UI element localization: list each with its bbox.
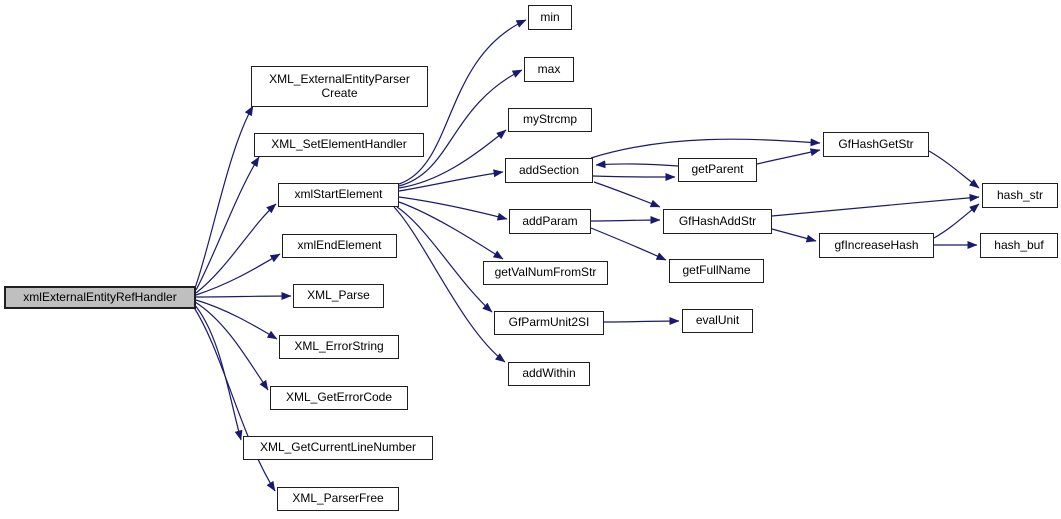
edge-xmlExternalEntityRefHandler-to-XML_SetElementHandler <box>195 156 260 291</box>
edge-GfParmUnit2SI-to-evalUnit <box>603 317 680 326</box>
edge-addParam-to-GfHashAddStr <box>590 216 661 225</box>
node-gfIncreaseHash[interactable]: gfIncreaseHash <box>819 233 934 258</box>
node-hash_str[interactable]: hash_str <box>982 183 1058 208</box>
node-addParam[interactable]: addParam <box>509 209 591 234</box>
edge-xmlExternalEntityRefHandler-to-XML_Parse <box>195 292 292 301</box>
node-getValNumFromStr[interactable]: getValNumFromStr <box>483 261 608 285</box>
node-GfHashGetStr[interactable]: GfHashGetStr <box>823 132 929 157</box>
edge-addSection-to-getParent <box>592 172 676 181</box>
edge-getParent-to-addSection <box>595 160 679 169</box>
node-getParent[interactable]: getParent <box>678 158 757 182</box>
node-GfHashAddStr[interactable]: GfHashAddStr <box>663 209 772 234</box>
edge-xmlExternalEntityRefHandler-to-XML_GetErrorCode <box>194 301 269 391</box>
edge-xmlStartElement-to-addWithin <box>393 206 506 363</box>
edge-xmlExternalEntityRefHandler-to-XML_ErrorString <box>195 299 278 340</box>
edge-xmlExternalEntityRefHandler-to-XML_GetCurrentLineNumber <box>193 303 243 441</box>
node-xmlExternalEntityRefHandler: xmlExternalEntityRefHandler <box>4 286 196 309</box>
edge-GfHashAddStr-to-gfIncreaseHash <box>771 228 817 243</box>
node-myStrcmp[interactable]: myStrcmp <box>508 108 592 132</box>
node-hash_buf[interactable]: hash_buf <box>980 233 1058 258</box>
node-addSection[interactable]: addSection <box>505 158 593 183</box>
node-GfParmUnit2SI[interactable]: GfParmUnit2SI <box>494 311 604 335</box>
node-XML_GetErrorCode[interactable]: XML_GetErrorCode <box>270 386 408 410</box>
node-XML_ParserFree[interactable]: XML_ParserFree <box>277 487 399 511</box>
node-XML_GetCurrentLineNumber[interactable]: XML_GetCurrentLineNumber <box>243 436 433 460</box>
node-getFullName[interactable]: getFullName <box>669 259 764 283</box>
node-xmlEndElement[interactable]: xmlEndElement <box>282 234 397 258</box>
edge-GfHashAddStr-to-hash_str <box>771 193 980 217</box>
edge-addSection-to-GfHashGetStr <box>590 138 821 159</box>
edge-xmlStartElement-to-getValNumFromStr <box>398 201 504 260</box>
edge-xmlStartElement-to-addParam <box>398 196 508 221</box>
node-min[interactable]: min <box>528 5 572 30</box>
node-XML_ErrorString[interactable]: XML_ErrorString <box>279 335 399 359</box>
edge-xmlExternalEntityRefHandler-to-xmlStartElement <box>195 203 277 294</box>
edge-xmlStartElement-to-myStrcmp <box>398 129 507 189</box>
edge-gfIncreaseHash-to-hash_str <box>933 203 980 239</box>
node-XML_ExternalEntityParserCreate[interactable]: XML_ExternalEntityParser Create <box>251 66 428 107</box>
node-xmlStartElement[interactable]: xmlStartElement <box>278 183 399 207</box>
edge-getParent-to-GfHashGetStr <box>756 148 821 165</box>
node-XML_Parse[interactable]: XML_Parse <box>293 284 384 308</box>
node-addWithin[interactable]: addWithin <box>508 362 590 386</box>
edge-xmlStartElement-to-max <box>398 69 523 187</box>
edge-GfHashGetStr-to-hash_str <box>928 150 980 189</box>
edge-xmlExternalEntityRefHandler-to-XML_ExternalEntityParserCreate <box>194 105 254 289</box>
node-max[interactable]: max <box>524 57 574 82</box>
edge-xmlExternalEntityRefHandler-to-XML_ParserFree <box>192 305 276 492</box>
edge-addSection-to-GfHashAddStr <box>593 181 661 208</box>
edge-addParam-to-getFullName <box>590 227 667 261</box>
edge-xmlStartElement-to-GfParmUnit2SI <box>396 206 493 313</box>
edge-xmlExternalEntityRefHandler-to-xmlEndElement <box>195 253 281 296</box>
edge-xmlStartElement-to-min <box>398 19 527 185</box>
node-evalUnit[interactable]: evalUnit <box>682 309 753 333</box>
node-XML_SetElementHandler[interactable]: XML_SetElementHandler <box>254 133 424 157</box>
edge-xmlStartElement-to-addSection <box>398 169 504 192</box>
